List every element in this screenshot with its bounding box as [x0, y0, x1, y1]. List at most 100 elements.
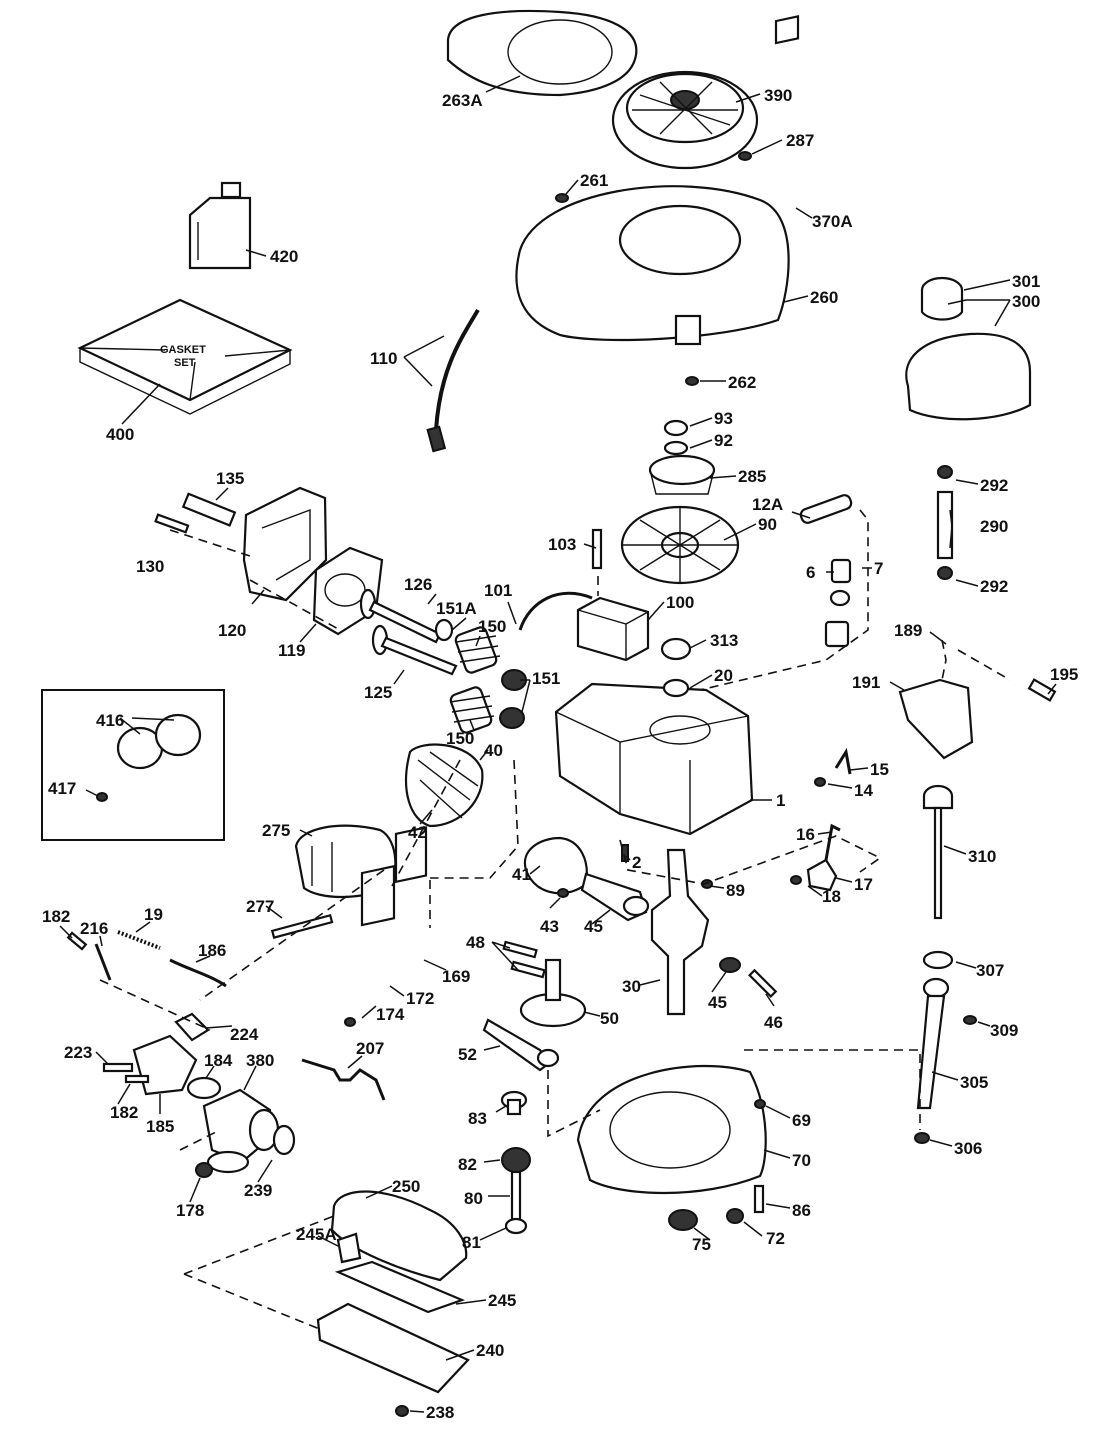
intake-gasket-169 — [394, 826, 428, 884]
callout-380: 380 — [246, 1051, 274, 1070]
callout-12A: 12A — [752, 495, 783, 514]
diaphragm-224 — [174, 1012, 210, 1042]
gasket-set-envelope — [77, 298, 293, 415]
callout-100: 100 — [666, 593, 694, 612]
screw-103 — [591, 528, 603, 570]
callout-292-lower: 292 — [980, 577, 1008, 596]
governor-spring — [117, 930, 161, 950]
callout-45-lower: 45 — [708, 993, 727, 1012]
screw-174 — [344, 1017, 356, 1027]
callout-285: 285 — [738, 467, 766, 486]
callout-300: 300 — [1012, 292, 1040, 311]
intake-gasket-172 — [360, 864, 396, 927]
callout-191: 191 — [852, 673, 880, 692]
callout-80: 80 — [464, 1189, 483, 1208]
callout-19: 19 — [144, 905, 163, 924]
callout-45-upper: 45 — [584, 917, 603, 936]
valve-keeper-151A — [434, 618, 454, 642]
callout-261: 261 — [580, 171, 608, 190]
callout-260: 260 — [810, 288, 838, 307]
callout-306: 306 — [954, 1139, 982, 1158]
callout-2: 2 — [632, 853, 641, 872]
exhaust-valve — [359, 588, 442, 644]
callout-275: 275 — [262, 821, 290, 840]
blower-cover-shroud — [446, 9, 638, 97]
callout-93: 93 — [714, 409, 733, 428]
callout-178: 178 — [176, 1201, 204, 1220]
piston — [523, 836, 588, 895]
dipstick-oring — [922, 950, 954, 970]
starter-cup — [648, 454, 716, 495]
callout-69: 69 — [792, 1111, 811, 1130]
callout-250: 250 — [392, 1177, 420, 1196]
fuel-tank — [905, 332, 1032, 421]
callout-223: 223 — [64, 1043, 92, 1062]
callout-185: 185 — [146, 1117, 174, 1136]
callout-169: 169 — [442, 967, 470, 986]
callout-46: 46 — [764, 1013, 783, 1032]
callout-262: 262 — [728, 373, 756, 392]
blower-housing — [515, 185, 790, 346]
oil-seal-20 — [662, 678, 690, 698]
callout-6: 6 — [806, 563, 815, 582]
callout-15: 15 — [870, 760, 889, 779]
callout-224: 224 — [230, 1025, 259, 1044]
callout-189: 189 — [894, 621, 922, 640]
callout-41: 41 — [512, 865, 531, 884]
callout-120: 120 — [218, 621, 246, 640]
callout-172: 172 — [406, 989, 434, 1008]
callout-245A: 245A — [296, 1225, 337, 1244]
air-filter-element — [334, 1260, 466, 1314]
wrist-pin-43 — [557, 888, 569, 898]
callout-101: 101 — [484, 581, 512, 600]
screw-86 — [753, 1184, 765, 1214]
cylinder-block — [554, 682, 754, 836]
callout-labels: 263A 390 287 261 370A 420 260 301 300 11… — [42, 86, 1078, 1422]
camshaft — [482, 1018, 560, 1072]
nut-178 — [195, 1162, 213, 1178]
callout-305: 305 — [960, 1073, 988, 1092]
rod-cap-45 — [719, 957, 741, 973]
callout-103: 103 — [548, 535, 576, 554]
ignition-armature — [518, 591, 650, 662]
screw-309 — [963, 1015, 977, 1025]
spark-plug-wire — [426, 308, 480, 453]
callout-186: 186 — [198, 941, 226, 960]
governor-link-bracket — [790, 823, 841, 892]
callout-174: 174 — [376, 1005, 405, 1024]
callout-130: 130 — [136, 557, 164, 576]
crankcase-sump — [576, 1064, 767, 1195]
link-216 — [94, 943, 112, 981]
callout-301: 301 — [1012, 272, 1040, 291]
callout-307: 307 — [976, 961, 1004, 980]
callout-52: 52 — [458, 1045, 477, 1064]
callout-89: 89 — [726, 881, 745, 900]
callout-182-lower: 182 — [110, 1103, 138, 1122]
callout-292-upper: 292 — [980, 476, 1008, 495]
valve-spring-lower — [449, 686, 495, 734]
bushing-313 — [660, 637, 692, 661]
muffler-bolt — [270, 913, 334, 939]
link-207 — [301, 1058, 386, 1101]
connecting-rod — [580, 872, 650, 922]
callout-125: 125 — [364, 683, 392, 702]
callout-263A: 263A — [442, 91, 483, 110]
air-cleaner-cover — [330, 1190, 468, 1282]
callout-48: 48 — [466, 933, 485, 952]
callout-416: 416 — [96, 711, 124, 730]
head-bolt — [154, 513, 190, 534]
gasket-set-label-line2: SET — [174, 357, 196, 369]
callout-119: 119 — [278, 641, 305, 660]
decal-370A — [774, 15, 800, 45]
screw-261 — [555, 193, 569, 203]
callout-151A: 151A — [436, 599, 477, 618]
screw-182-lower — [124, 1074, 150, 1084]
bushing-83 — [500, 1090, 528, 1116]
callout-72: 72 — [766, 1229, 785, 1248]
callout-417: 417 — [48, 779, 76, 798]
callout-75: 75 — [692, 1235, 711, 1254]
screw-287 — [738, 151, 752, 161]
washer-81 — [504, 1217, 528, 1235]
callout-239: 239 — [244, 1181, 272, 1200]
